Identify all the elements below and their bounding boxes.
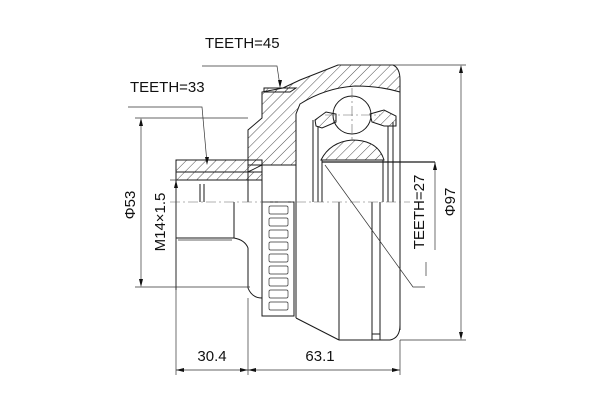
callout-teeth-33: TEETH=33 (130, 79, 205, 96)
inner-race-section (320, 139, 385, 161)
dim-housing-diameter: Φ97 (442, 188, 459, 217)
callout-teeth-27: TEETH=27 (411, 175, 428, 250)
dim-housing-length: 63.1 (305, 348, 334, 365)
stub-spline-section (175, 159, 263, 173)
dim-thread: M14×1.5 (152, 193, 169, 252)
cage-left-section (314, 111, 337, 129)
part-geometry (170, 64, 435, 341)
annotations: TEETH=45 TEETH=33 Φ53 M14×1.5 TEETH=27 Φ… (122, 35, 466, 375)
dim-stub-length: 30.4 (197, 348, 226, 365)
dim-shaft-diameter: Φ53 (122, 191, 139, 220)
abs-ring-teeth (268, 205, 289, 311)
abs-ring (261, 201, 295, 317)
outer-spline-strip (263, 87, 298, 93)
callout-teeth-45: TEETH=45 (205, 35, 280, 52)
cage-right-section (369, 109, 397, 127)
stub-upper-section (175, 171, 263, 181)
